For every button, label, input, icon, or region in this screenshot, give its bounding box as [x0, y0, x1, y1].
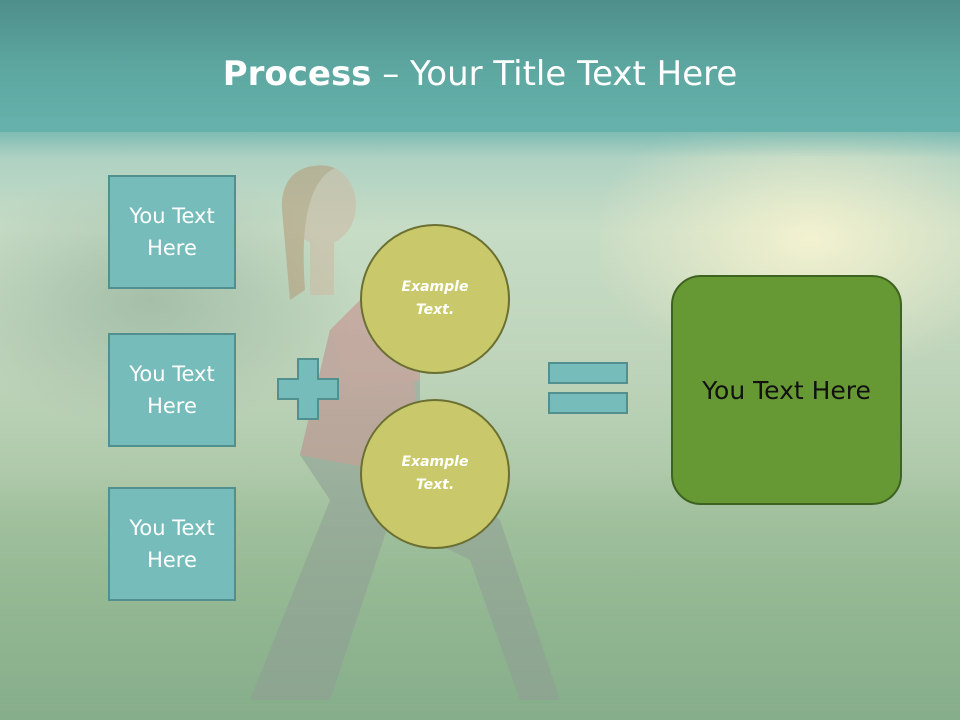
title-rest-text: – Your Title Text Here: [371, 54, 738, 94]
title-band-fade: [0, 118, 960, 158]
equals-icon: [548, 362, 628, 414]
result-box: You Text Here: [671, 275, 902, 505]
example-circle-1: Example Text.: [360, 224, 510, 374]
example-circle-1-label: Example Text.: [401, 279, 469, 318]
input-box-1: You Text Here: [108, 175, 236, 289]
input-box-2: You Text Here: [108, 333, 236, 447]
example-circle-2-label: Example Text.: [401, 454, 469, 493]
example-circle-2: Example Text.: [360, 399, 510, 549]
input-box-3: You Text Here: [108, 487, 236, 601]
input-box-2-label: You Text Here: [129, 362, 215, 418]
title-band: [0, 0, 960, 132]
input-box-1-label: You Text Here: [129, 204, 215, 260]
plus-icon: [277, 358, 339, 420]
input-box-3-label: You Text Here: [129, 516, 215, 572]
result-box-label: You Text Here: [702, 375, 871, 405]
slide-title: Process – Your Title Text Here: [0, 52, 960, 96]
title-bold-text: Process: [222, 54, 372, 94]
